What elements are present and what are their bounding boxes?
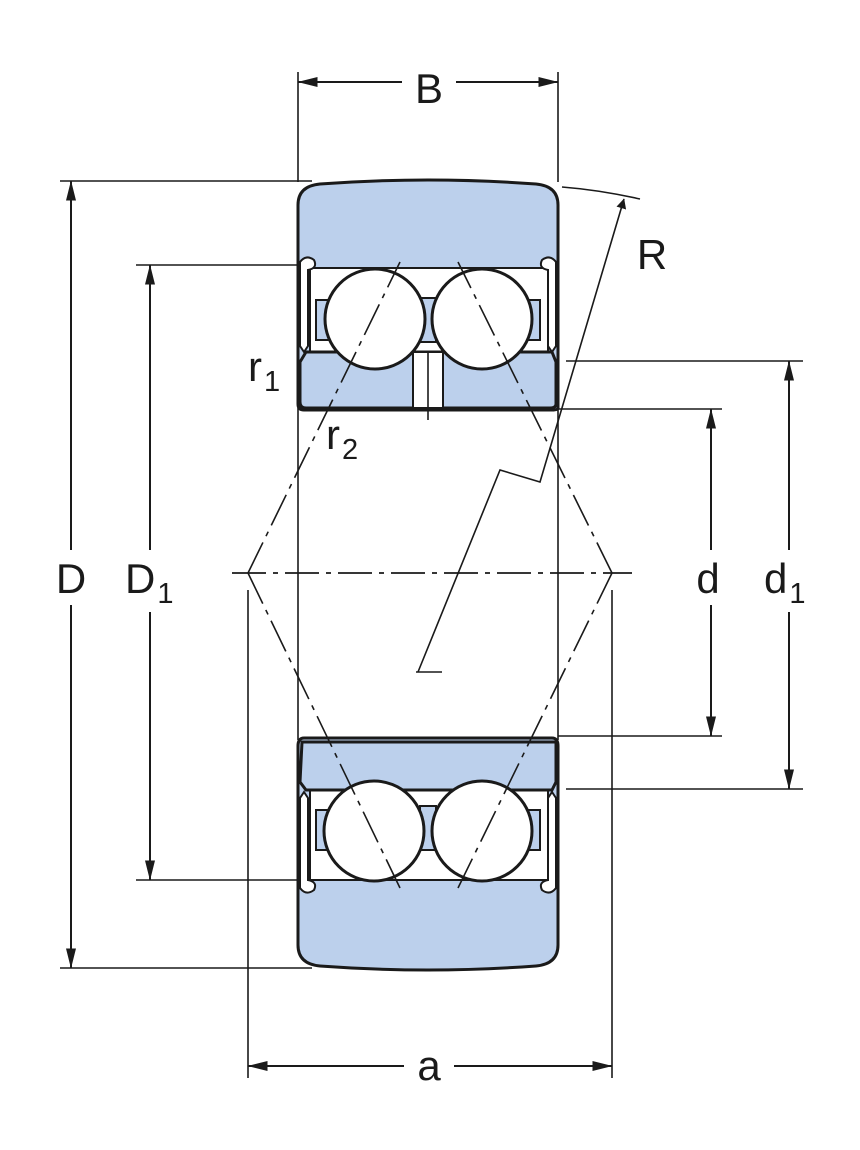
- label-B: B: [415, 65, 443, 112]
- label-R: R: [637, 231, 667, 278]
- upper-balls: [323, 267, 534, 371]
- dimension-lines: [66, 77, 794, 1071]
- label-d1: d1: [764, 555, 806, 610]
- radius-indicator: [416, 186, 641, 673]
- ball-lower-right: [430, 779, 534, 883]
- ball-upper-left: [323, 267, 427, 371]
- label-D1: D1: [125, 555, 173, 610]
- label-r2: r2: [326, 411, 358, 466]
- lower-seals: [299, 790, 557, 894]
- label-a: a: [417, 1042, 441, 1089]
- label-r1: r1: [248, 343, 280, 398]
- lower-balls: [322, 779, 534, 883]
- label-D: D: [56, 555, 86, 602]
- labels: B R r1 r2 D D1 d d1 a: [56, 65, 806, 1089]
- extension-lines: [60, 72, 803, 1078]
- ball-lower-left: [322, 779, 426, 883]
- label-d: d: [696, 555, 719, 602]
- contact-angle-lines: [247, 261, 613, 889]
- ball-upper-right: [430, 267, 534, 371]
